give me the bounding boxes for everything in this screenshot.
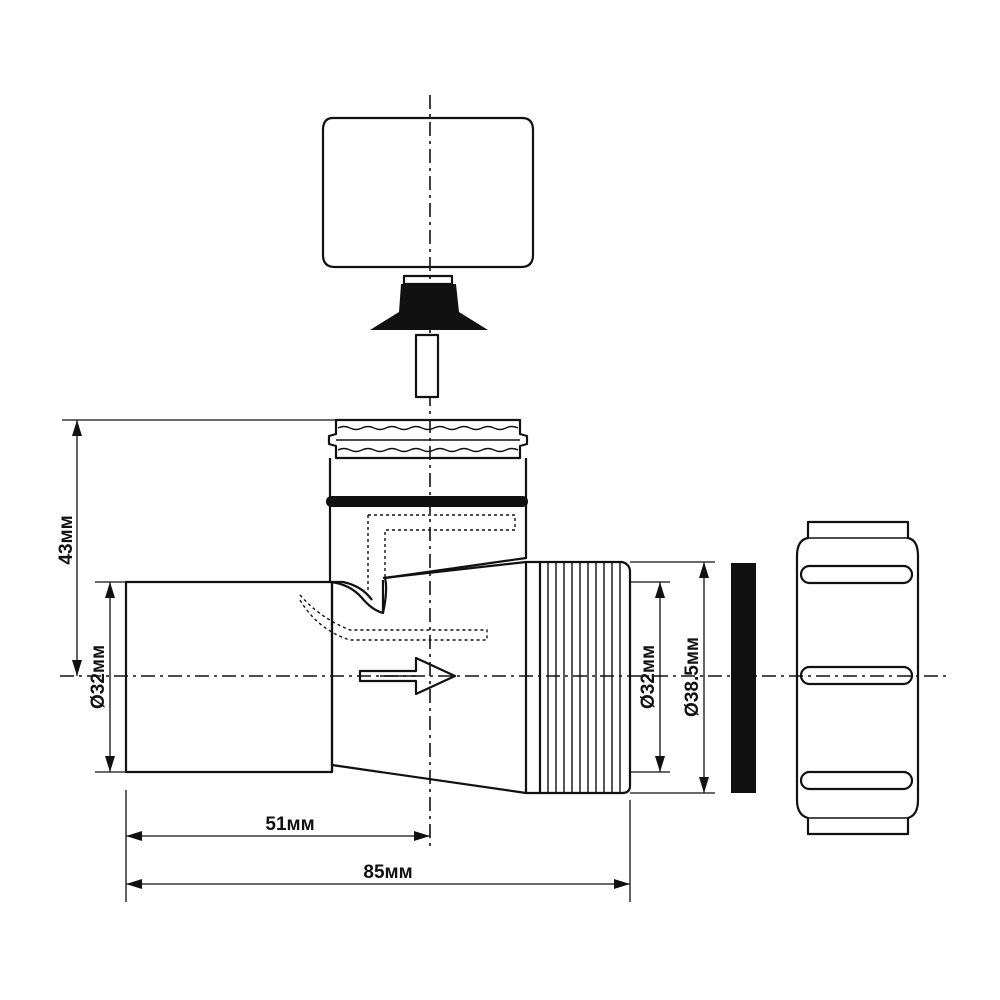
union-nut bbox=[795, 520, 920, 836]
thread-diameter-label: Ø38.5мм bbox=[682, 637, 703, 717]
axis-length-label: 51мм bbox=[265, 814, 314, 835]
inlet-diameter-label: Ø32мм bbox=[88, 645, 109, 709]
rubber-gasket bbox=[731, 563, 756, 793]
dimension-axis-length: 51мм bbox=[125, 790, 430, 902]
vent-cap bbox=[321, 116, 535, 269]
dimension-inlet-diameter: Ø32мм bbox=[88, 581, 126, 773]
vertical-branch bbox=[326, 418, 529, 615]
valve-membrane bbox=[370, 274, 488, 399]
outlet-diameter-label: Ø32мм bbox=[638, 645, 659, 709]
threaded-outlet bbox=[540, 560, 632, 795]
dimension-thread-diameter: Ø38.5мм bbox=[630, 561, 715, 794]
dimension-total-length: 85мм bbox=[126, 800, 631, 902]
main-pipe-body bbox=[124, 560, 542, 795]
dimension-outlet-diameter: Ø32мм bbox=[630, 581, 670, 773]
dimension-height: 43мм bbox=[56, 419, 336, 676]
total-length-label: 85мм bbox=[363, 862, 412, 883]
height-label: 43мм bbox=[56, 515, 77, 564]
